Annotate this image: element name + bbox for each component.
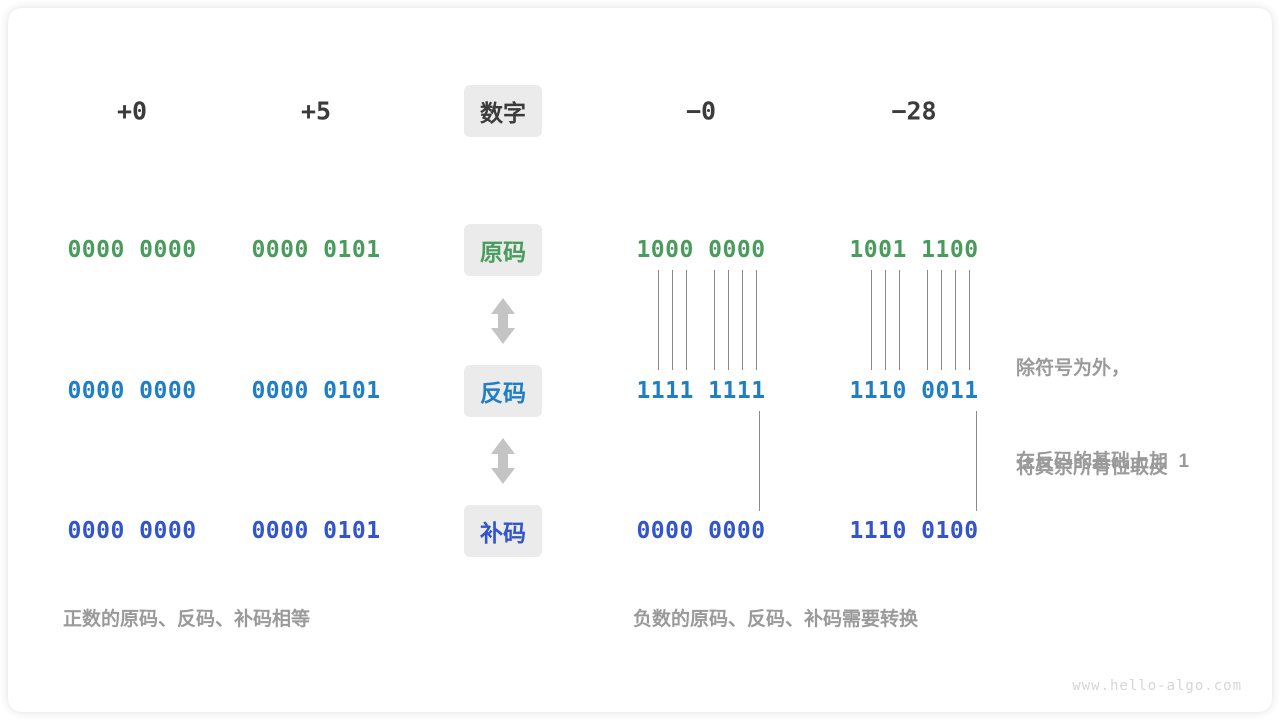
- site-watermark: www.hello-algo.com: [1072, 678, 1242, 694]
- connector-line: [672, 270, 673, 370]
- connector-line: [927, 270, 928, 370]
- diagram-card: +0 +5 −0 −28 数字 0000 0000 0000 0101 1000…: [8, 8, 1272, 712]
- bits-twos-complement-plus-zero: 0000 0000: [67, 518, 197, 544]
- bits-sign-magnitude-minus-zero: 1000 0000: [636, 237, 766, 263]
- connector-line: [976, 411, 977, 511]
- annotation-add-one: 在反码的基础上加 1: [1016, 451, 1190, 472]
- connector-line: [899, 270, 900, 370]
- row-label-twos-complement: 补码: [464, 505, 542, 557]
- row-label-number: 数字: [464, 85, 542, 137]
- bits-twos-complement-plus-five: 0000 0101: [251, 518, 381, 544]
- connector-line: [686, 270, 687, 370]
- row-label-sign-magnitude: 原码: [464, 224, 542, 276]
- column-header-minus-twentyeight: −28: [891, 96, 937, 126]
- connector-line: [759, 411, 760, 511]
- double-arrow-vertical-icon: [490, 437, 516, 485]
- connector-line: [871, 270, 872, 370]
- connector-line: [728, 270, 729, 370]
- annotation-invert-bits: 除符号为外， 将其余所有位取反: [1016, 286, 1168, 550]
- row-label-ones-complement: 反码: [464, 365, 542, 417]
- column-header-plus-zero: +0: [116, 96, 148, 126]
- connector-line: [756, 270, 757, 370]
- bits-sign-magnitude-minus-twentyeight: 1001 1100: [849, 237, 979, 263]
- column-header-plus-five: +5: [300, 96, 332, 126]
- connector-line: [969, 270, 970, 370]
- bits-twos-complement-minus-zero: 0000 0000: [636, 518, 766, 544]
- double-arrow-vertical-icon: [490, 297, 516, 345]
- bits-ones-complement-minus-twentyeight: 1110 0011: [849, 378, 979, 404]
- bits-twos-complement-minus-twentyeight: 1110 0100: [849, 518, 979, 544]
- bits-sign-magnitude-plus-zero: 0000 0000: [67, 237, 197, 263]
- bits-sign-magnitude-plus-five: 0000 0101: [251, 237, 381, 263]
- connector-line: [714, 270, 715, 370]
- column-header-minus-zero: −0: [685, 96, 717, 126]
- connector-line: [658, 270, 659, 370]
- bits-ones-complement-minus-zero: 1111 1111: [636, 378, 766, 404]
- connector-line: [885, 270, 886, 370]
- bits-ones-complement-plus-zero: 0000 0000: [67, 378, 197, 404]
- annotation-invert-line2: 将其余所有位取反: [1016, 457, 1169, 478]
- bits-ones-complement-plus-five: 0000 0101: [251, 378, 381, 404]
- annotation-invert-line1: 除符号为外，: [1016, 358, 1131, 379]
- connector-line: [955, 270, 956, 370]
- connector-line: [742, 270, 743, 370]
- connector-line: [941, 270, 942, 370]
- caption-negative-numbers: 负数的原码、反码、补码需要转换: [633, 609, 919, 630]
- caption-positive-numbers: 正数的原码、反码、补码相等: [63, 609, 311, 630]
